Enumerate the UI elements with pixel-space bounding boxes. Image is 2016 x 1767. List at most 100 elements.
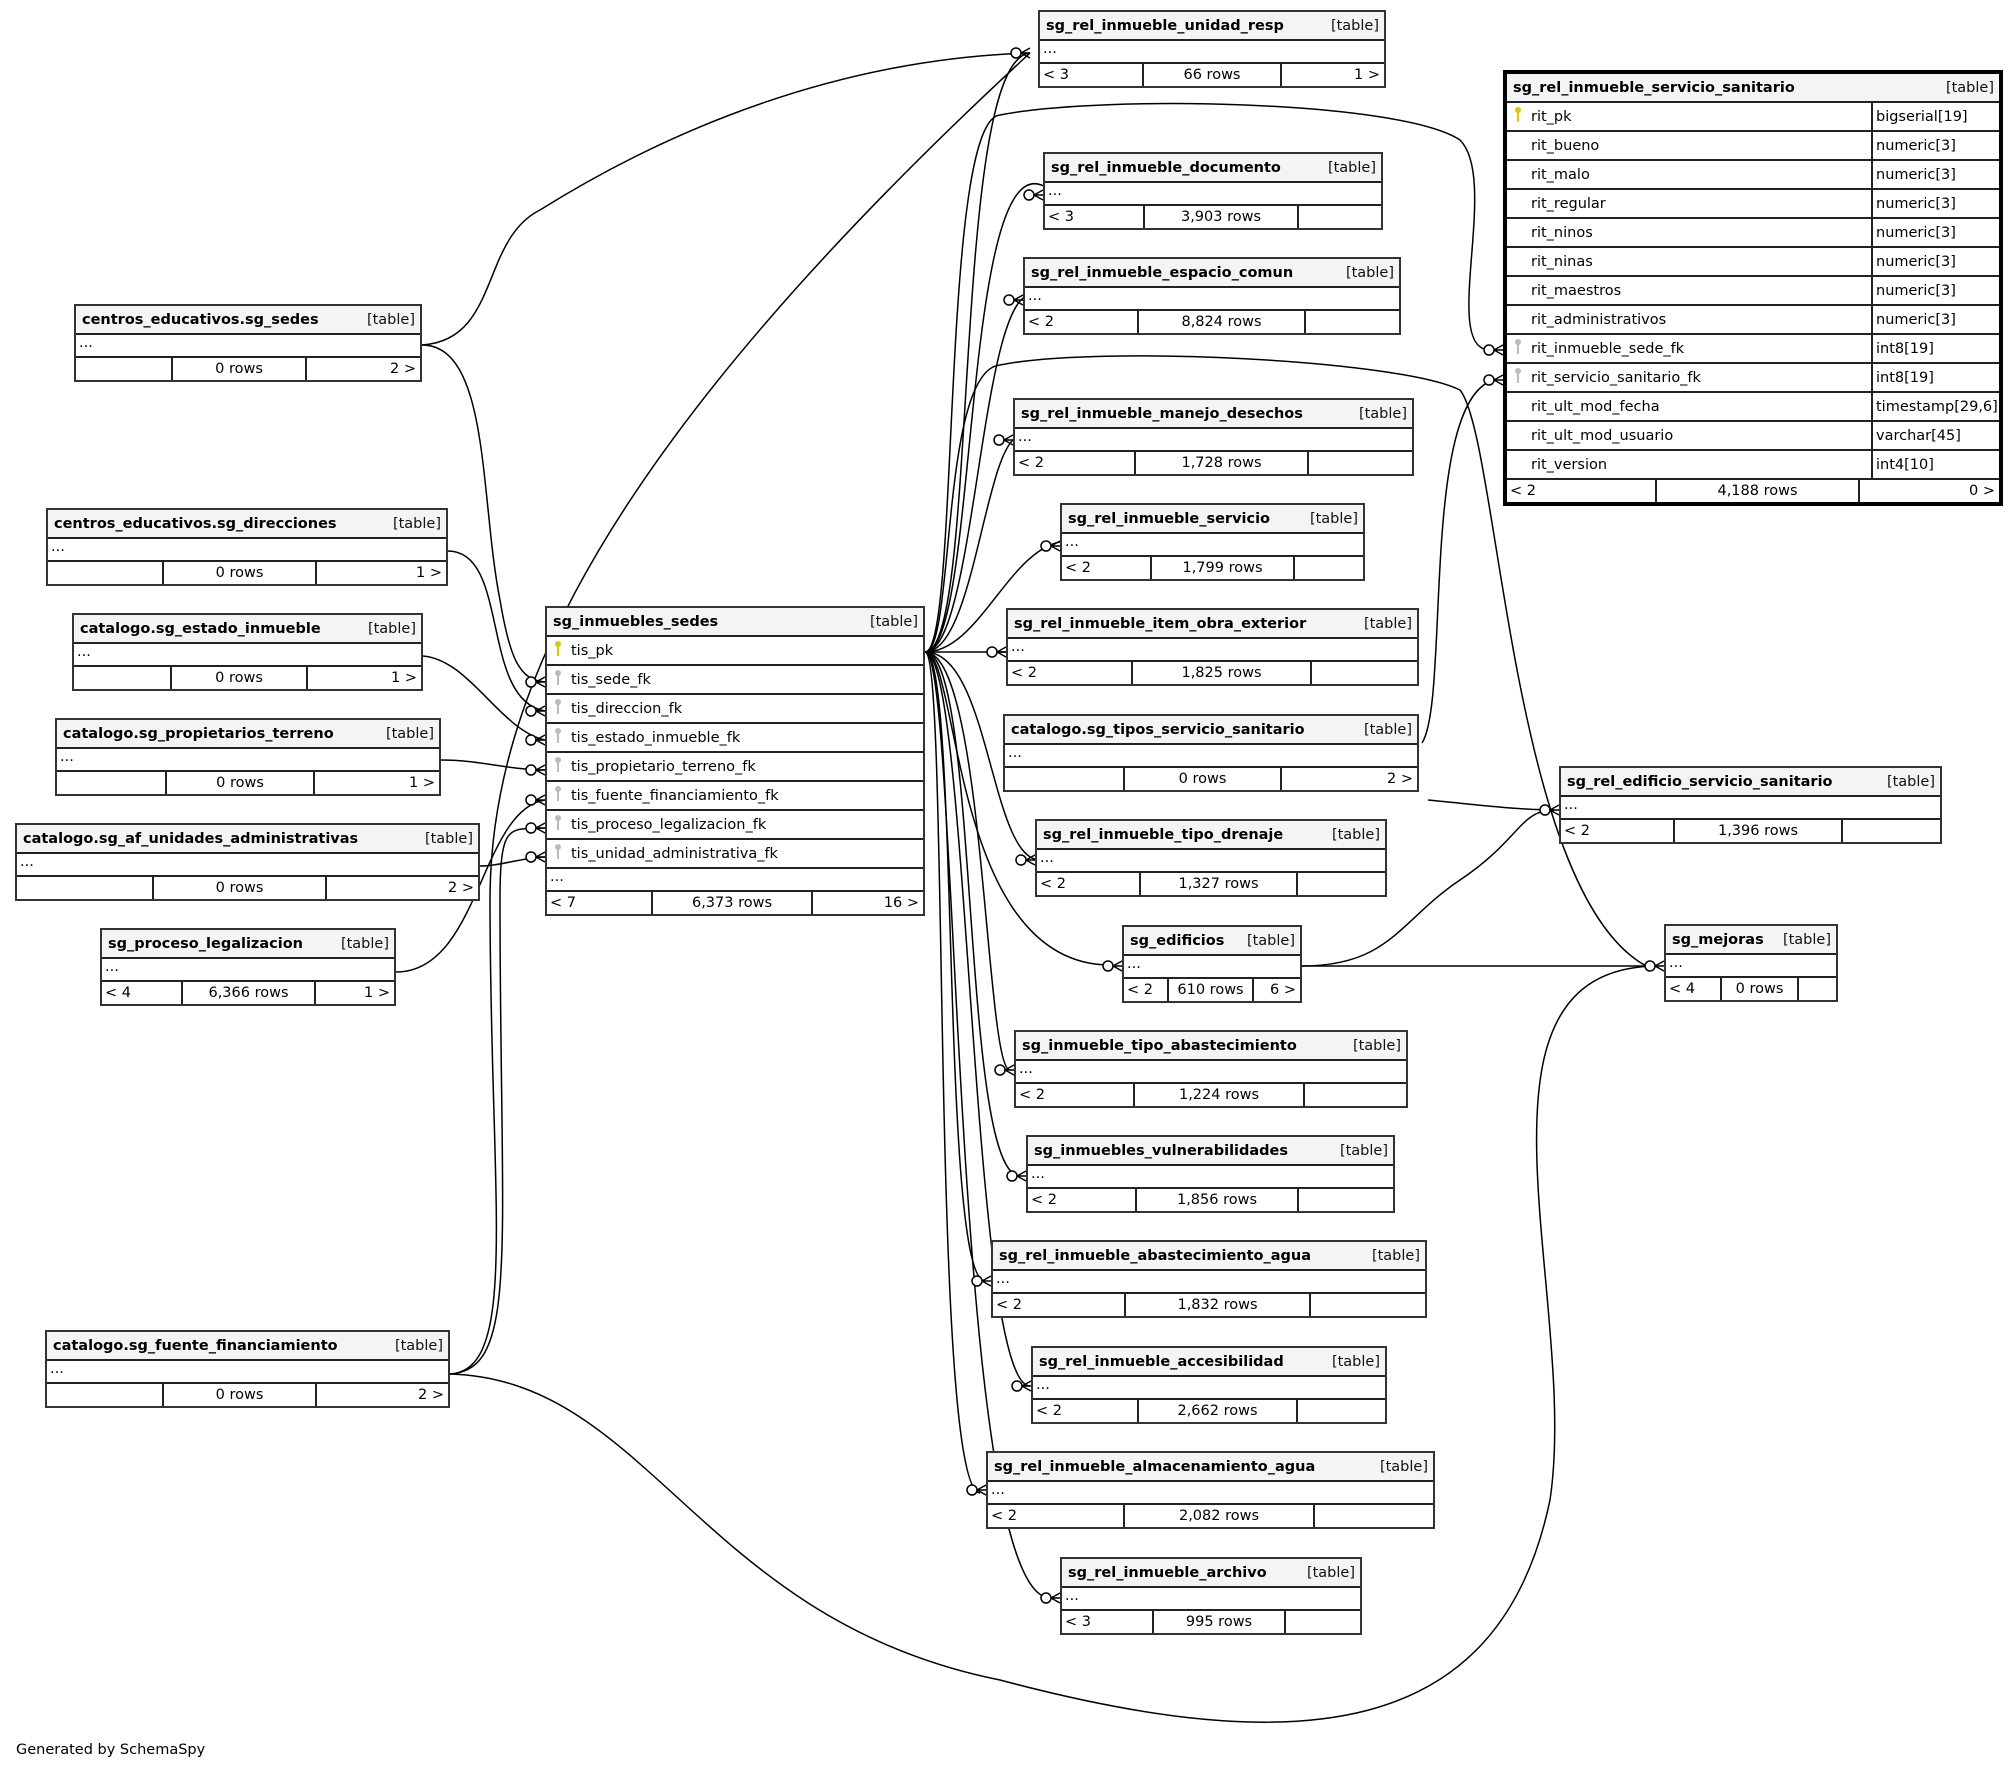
children-count[interactable] — [1286, 1611, 1360, 1633]
children-count[interactable]: 16 > — [883, 895, 919, 911]
children-count[interactable]: 2 > — [1387, 771, 1413, 787]
more-columns-ellipsis: ... — [1005, 745, 1417, 768]
table-sg-mejoras[interactable]: sg_mejoras [table] ... < 4 0 rows — [1664, 924, 1838, 1002]
parents-count[interactable] — [57, 772, 167, 794]
parents-count[interactable]: < 2 — [1561, 820, 1675, 842]
table-catalogo-sg-estado-inmueble[interactable]: catalogo.sg_estado_inmueble [table] ... … — [72, 613, 423, 691]
children-count[interactable]: 1 > — [1354, 67, 1380, 83]
children-count[interactable]: 2 > — [390, 361, 416, 377]
table-sg-inmuebles-sedes[interactable]: sg_inmuebles_sedes [table] tis_pk tis_se… — [545, 606, 925, 916]
table-sg-rel-inmueble-tipo-drenaje[interactable]: sg_rel_inmueble_tipo_drenaje [table] ...… — [1035, 819, 1387, 897]
children-count[interactable]: 1 > — [416, 565, 442, 581]
children-count[interactable] — [1843, 820, 1940, 842]
column-row[interactable]: rit_administrativos numeric[3] — [1507, 306, 1999, 335]
children-count[interactable]: 0 > — [1969, 483, 1995, 499]
table-catalogo-sg-tipos-servicio-sanitario[interactable]: catalogo.sg_tipos_servicio_sanitario [ta… — [1003, 714, 1419, 792]
column-row[interactable]: tis_pk — [547, 637, 923, 666]
parents-count[interactable]: < 2 — [1037, 873, 1141, 895]
parents-count[interactable]: < 3 — [1045, 206, 1145, 228]
parents-count[interactable]: < 4 — [102, 982, 183, 1004]
children-count[interactable]: 2 > — [448, 880, 474, 896]
table-sg-edificios[interactable]: sg_edificios [table] ... < 2 610 rows 6 … — [1122, 925, 1302, 1003]
parents-count[interactable]: < 3 — [1062, 1611, 1154, 1633]
parents-count[interactable]: < 4 — [1666, 978, 1722, 1000]
table-sg-rel-inmueble-unidad-resp[interactable]: sg_rel_inmueble_unidad_resp [table] ... … — [1038, 10, 1386, 88]
table-sg-rel-inmueble-manejo-desechos[interactable]: sg_rel_inmueble_manejo_desechos [table] … — [1013, 398, 1414, 476]
parents-count[interactable]: < 7 — [547, 892, 653, 914]
column-row[interactable]: rit_regular numeric[3] — [1507, 190, 1999, 219]
parents-count[interactable]: < 3 — [1040, 64, 1144, 86]
parents-count[interactable]: < 2 — [993, 1294, 1126, 1316]
table-sg-rel-inmueble-documento[interactable]: sg_rel_inmueble_documento [table] ... < … — [1043, 152, 1383, 230]
children-count[interactable] — [1315, 1505, 1433, 1527]
column-row[interactable]: tis_proceso_legalizacion_fk — [547, 811, 923, 840]
column-row[interactable]: rit_servicio_sanitario_fk int8[19] — [1507, 364, 1999, 393]
children-count[interactable] — [1305, 1084, 1406, 1106]
column-row[interactable]: tis_estado_inmueble_fk — [547, 724, 923, 753]
parents-count[interactable]: < 2 — [988, 1505, 1125, 1527]
table-sg-rel-edificio-servicio-sanitario[interactable]: sg_rel_edificio_servicio_sanitario [tabl… — [1559, 766, 1942, 844]
children-count[interactable] — [1299, 206, 1381, 228]
column-row[interactable]: rit_version int4[10] — [1507, 451, 1999, 480]
parents-count[interactable]: < 2 — [1016, 1084, 1135, 1106]
parents-count[interactable]: < 2 — [1507, 480, 1657, 502]
children-count[interactable] — [1295, 557, 1363, 579]
column-row[interactable]: rit_pk bigserial[19] — [1507, 103, 1999, 132]
parents-count[interactable]: < 2 — [1015, 452, 1136, 474]
parents-count[interactable] — [47, 1384, 164, 1406]
table-catalogo-sg-propietarios-terreno[interactable]: catalogo.sg_propietarios_terreno [table]… — [55, 718, 441, 796]
column-row[interactable]: tis_fuente_financiamiento_fk — [547, 782, 923, 811]
table-sg-rel-inmueble-servicio-sanitario[interactable]: sg_rel_inmueble_servicio_sanitario [tabl… — [1503, 70, 2003, 506]
parents-count[interactable] — [74, 667, 172, 689]
parents-count[interactable]: < 2 — [1028, 1189, 1137, 1211]
column-row[interactable]: rit_ninas numeric[3] — [1507, 248, 1999, 277]
column-row[interactable]: tis_unidad_administrativa_fk — [547, 840, 923, 869]
parents-count[interactable] — [1005, 768, 1125, 790]
column-row[interactable]: rit_ult_mod_usuario varchar[45] — [1507, 422, 1999, 451]
parents-count[interactable]: < 2 — [1033, 1400, 1139, 1422]
children-count[interactable] — [1311, 1294, 1425, 1316]
children-count[interactable]: 1 > — [391, 670, 417, 686]
table-sg-inmueble-tipo-abastecimiento[interactable]: sg_inmueble_tipo_abastecimiento [table] … — [1014, 1030, 1408, 1108]
column-row[interactable]: rit_maestros numeric[3] — [1507, 277, 1999, 306]
table-sg-rel-inmueble-espacio-comun[interactable]: sg_rel_inmueble_espacio_comun [table] ..… — [1023, 257, 1401, 335]
table-centros-educativos-sg-sedes[interactable]: centros_educativos.sg_sedes [table] ... … — [74, 304, 422, 382]
table-catalogo-sg-af-unidades-administrativas[interactable]: catalogo.sg_af_unidades_administrativas … — [15, 823, 480, 901]
column-row[interactable]: tis_propietario_terreno_fk — [547, 753, 923, 782]
column-row[interactable]: rit_inmueble_sede_fk int8[19] — [1507, 335, 1999, 364]
column-row[interactable]: rit_malo numeric[3] — [1507, 161, 1999, 190]
children-count[interactable] — [1309, 452, 1412, 474]
table-sg-proceso-legalizacion[interactable]: sg_proceso_legalizacion [table] ... < 4 … — [100, 928, 396, 1006]
parents-count[interactable]: < 2 — [1124, 979, 1169, 1001]
parents-count[interactable] — [48, 562, 164, 584]
column-row[interactable]: tis_direccion_fk — [547, 695, 923, 724]
children-count[interactable]: 1 > — [364, 985, 390, 1001]
table-sg-rel-inmueble-almacenamiento-agua[interactable]: sg_rel_inmueble_almacenamiento_agua [tab… — [986, 1451, 1435, 1529]
table-sg-rel-inmueble-servicio[interactable]: sg_rel_inmueble_servicio [table] ... < 2… — [1060, 503, 1365, 581]
column-row[interactable]: rit_ninos numeric[3] — [1507, 219, 1999, 248]
table-centros-educativos-sg-direcciones[interactable]: centros_educativos.sg_direcciones [table… — [46, 508, 448, 586]
table-sg-rel-inmueble-item-obra-exterior[interactable]: sg_rel_inmueble_item_obra_exterior [tabl… — [1006, 608, 1419, 686]
children-count[interactable]: 6 > — [1270, 982, 1296, 998]
children-count[interactable] — [1306, 311, 1399, 333]
children-count[interactable] — [1312, 662, 1417, 684]
column-row[interactable]: rit_bueno numeric[3] — [1507, 132, 1999, 161]
column-row[interactable]: tis_sede_fk — [547, 666, 923, 695]
table-catalogo-sg-fuente-financiamiento[interactable]: catalogo.sg_fuente_financiamiento [table… — [45, 1330, 450, 1408]
parents-count[interactable] — [76, 358, 173, 380]
children-count[interactable] — [1299, 1189, 1393, 1211]
table-sg-rel-inmueble-archivo[interactable]: sg_rel_inmueble_archivo [table] ... < 3 … — [1060, 1557, 1362, 1635]
table-sg-rel-inmueble-accesibilidad[interactable]: sg_rel_inmueble_accesibilidad [table] ..… — [1031, 1346, 1387, 1424]
parents-count[interactable] — [17, 877, 154, 899]
column-row[interactable]: rit_ult_mod_fecha timestamp[29,6] — [1507, 393, 1999, 422]
children-count[interactable]: 2 > — [418, 1387, 444, 1403]
children-count[interactable] — [1799, 978, 1836, 1000]
parents-count[interactable]: < 2 — [1008, 662, 1133, 684]
children-count[interactable] — [1298, 1400, 1385, 1422]
children-count[interactable] — [1298, 873, 1385, 895]
table-sg-rel-inmueble-abastecimiento-agua[interactable]: sg_rel_inmueble_abastecimiento_agua [tab… — [991, 1240, 1427, 1318]
children-count[interactable]: 1 > — [409, 775, 435, 791]
parents-count[interactable]: < 2 — [1062, 557, 1152, 579]
parents-count[interactable]: < 2 — [1025, 311, 1139, 333]
table-sg-inmuebles-vulnerabilidades[interactable]: sg_inmuebles_vulnerabilidades [table] ..… — [1026, 1135, 1395, 1213]
